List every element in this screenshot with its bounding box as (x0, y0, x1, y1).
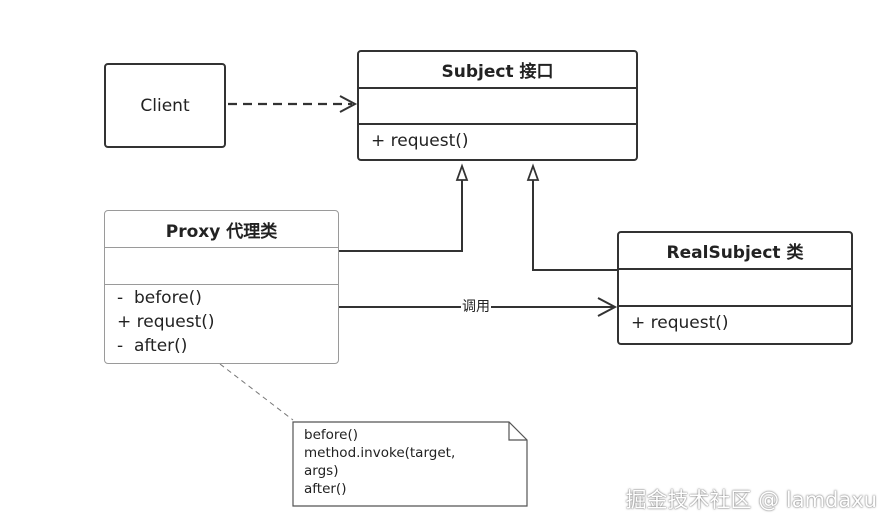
subject-attributes-section (359, 89, 636, 125)
proxy-operation: - after() (117, 336, 188, 356)
realsubject-realization-line (532, 180, 617, 271)
proxy-title: Proxy 代理类 (105, 211, 338, 248)
realsubject-title: RealSubject 类 (619, 233, 851, 270)
realsubject-operations: + request() (619, 307, 851, 335)
subject-operations: + request() (359, 125, 636, 153)
subject-operation: + request() (371, 131, 469, 151)
proxy-realization-line (339, 180, 463, 252)
note-shape (292, 421, 528, 507)
proxy-operation: - before() (117, 288, 202, 308)
note-text: before() method.invoke(target, args) aft… (304, 426, 524, 498)
call-edge-label: 调用 (461, 298, 491, 316)
realsubject-operation: + request() (631, 313, 729, 333)
note-anchor-line (219, 363, 294, 421)
realsubject-class-box: RealSubject 类 + request() (617, 231, 853, 345)
realsubject-attributes-section (619, 270, 851, 307)
note-fold (508, 422, 527, 441)
realsubject-realization-triangle (526, 163, 540, 181)
proxy-attributes-section (105, 248, 338, 285)
watermark: 掘金技术社区 @ lamdaxu (625, 488, 877, 512)
proxy-class-box: Proxy 代理类 - before() + request() - after… (104, 210, 339, 364)
proxy-operation: + request() (117, 312, 215, 332)
note-line: after() (304, 481, 347, 497)
subject-title: Subject 接口 (359, 52, 636, 89)
call-edge-arrowhead (597, 297, 618, 317)
client-label: Client (140, 95, 190, 116)
client-box: Client (104, 63, 226, 148)
client-dependency-arrowhead (339, 95, 358, 113)
note-line: before() (304, 427, 358, 443)
note-line: args) (304, 463, 339, 479)
note-line: method.invoke(target, (304, 445, 456, 461)
proxy-realization-triangle (455, 163, 469, 181)
proxy-operations: - before() + request() - after() (105, 285, 338, 358)
subject-interface-box: Subject 接口 + request() (357, 50, 638, 161)
